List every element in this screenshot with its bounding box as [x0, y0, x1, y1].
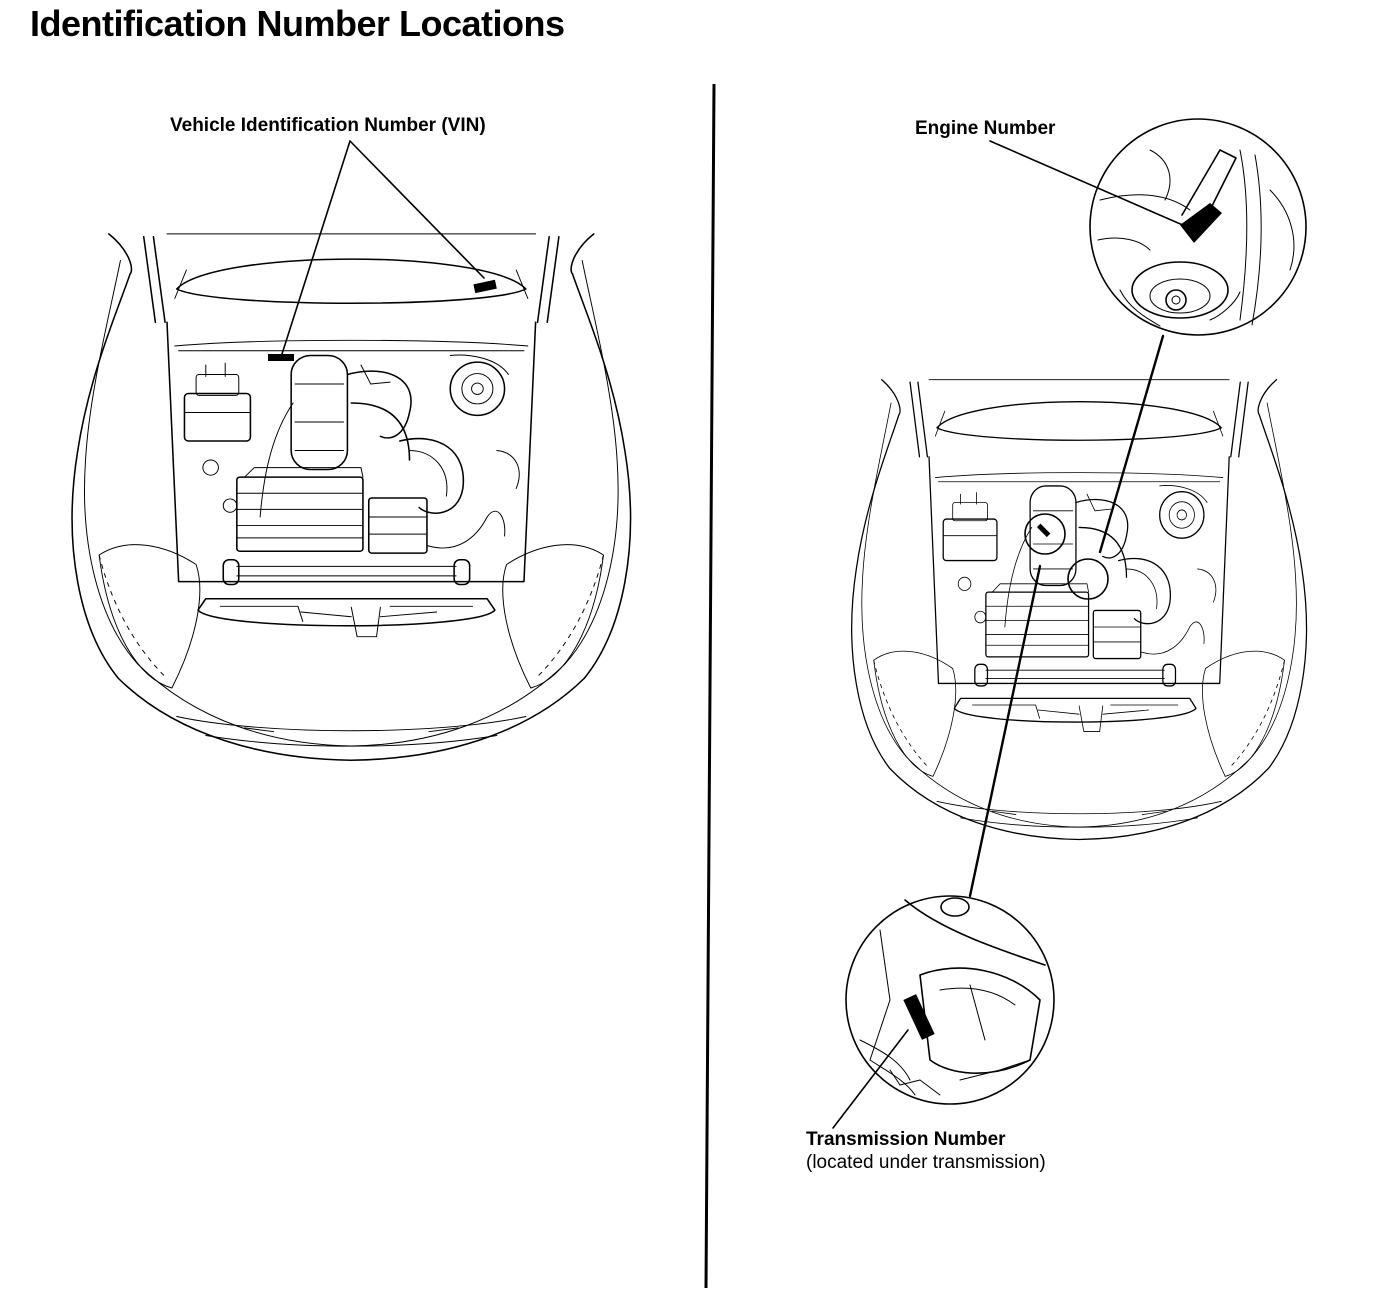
engine-number-locator-mark [1036, 523, 1051, 538]
engine-number-locator-circle [1024, 513, 1066, 555]
transmission-location-note: (located under transmission) [806, 1152, 1046, 1173]
transmission-number-detail-inset [845, 895, 1055, 1105]
engine-number-leader-line [989, 140, 1186, 227]
engine-number-detail-inset [1089, 118, 1307, 336]
transmission-number-connector-line [968, 564, 1042, 898]
vin-leader-line-2 [349, 140, 485, 279]
vin-callout-label: Vehicle Identification Number (VIN) [170, 115, 486, 136]
transmission-number-leader-line [832, 1029, 909, 1129]
vin-plate-marker-hood [473, 279, 497, 294]
car-front-illustration-right [851, 378, 1308, 841]
engine-number-callout-label: Engine Number [915, 118, 1056, 139]
engine-number-connector-line [1098, 334, 1165, 554]
transmission-number-locator-circle [1067, 558, 1109, 600]
car-front-illustration-left [71, 233, 632, 761]
vin-plate-marker-bay [268, 354, 294, 361]
transmission-number-callout-label: Transmission Number [806, 1129, 1006, 1150]
vin-leader-line-1 [281, 140, 351, 355]
page-title: Identification Number Locations [30, 3, 565, 44]
panel-divider [704, 83, 716, 1289]
